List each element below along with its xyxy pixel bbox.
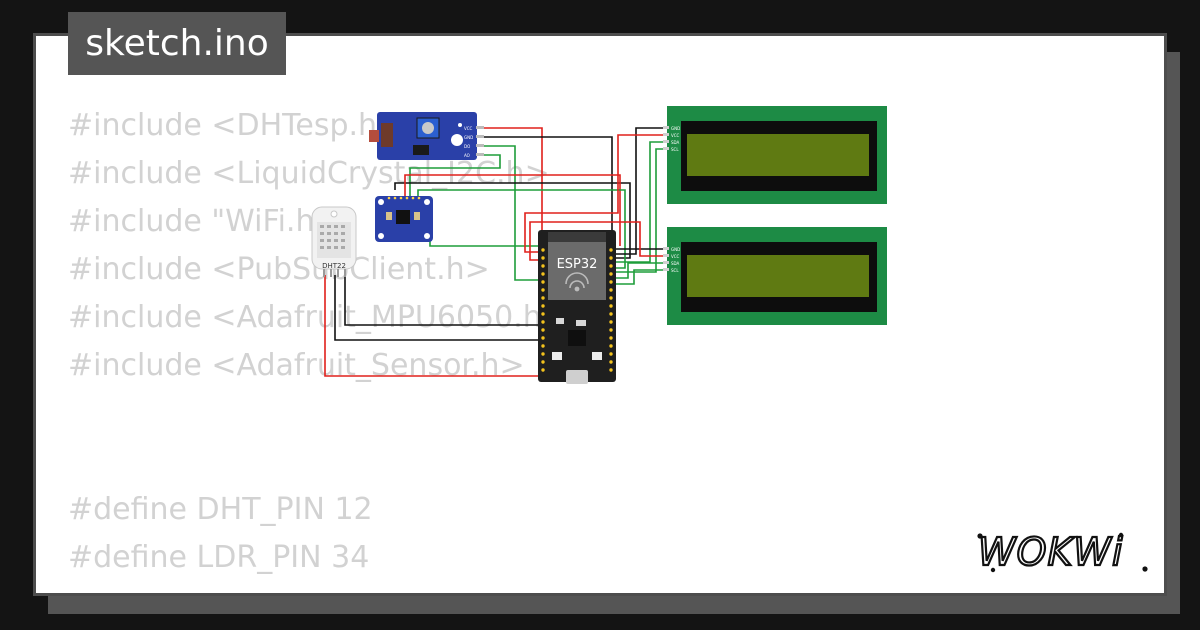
wire-red <box>404 174 621 246</box>
lcd-pin-label: VCC <box>671 133 680 138</box>
esp32-label: ESP32 <box>557 257 598 272</box>
lcd-display[interactable]: GND VCC SDA SCL <box>663 227 887 325</box>
wire-red <box>524 134 668 253</box>
wire-black <box>344 275 548 326</box>
code-line: #define DHT_PIN 12 <box>68 492 373 527</box>
wifi-icon <box>565 272 589 292</box>
mpu6050-module[interactable] <box>375 196 433 242</box>
lcd-pin-label: GND <box>671 247 680 252</box>
lcd-pin-label: GND <box>671 126 680 131</box>
wokwi-logo: WOKWi <box>977 529 1148 575</box>
wire-black <box>616 127 668 255</box>
lcd-pin-label: VCC <box>671 254 680 259</box>
wire-green <box>478 145 548 281</box>
wire-green <box>429 240 548 247</box>
lcd-pin-label: SCL <box>671 268 679 273</box>
lcd-pin-label: SDA <box>671 261 680 266</box>
wire-green <box>616 141 668 263</box>
ldr-pin-label: DO <box>464 144 470 149</box>
wire-green <box>417 189 626 269</box>
ldr-pin-label: VCC <box>464 126 473 131</box>
code-line: #define LDR_PIN 34 <box>68 540 370 575</box>
lcd-pin-label: SCL <box>671 147 679 152</box>
wokwi-logo-text: WOKWi <box>978 530 1124 574</box>
wire-green <box>409 154 501 198</box>
code-line: #include "WiFi.h" <box>68 204 329 239</box>
wire-black <box>334 275 548 341</box>
dht22-sensor[interactable]: DHT22 <box>311 206 357 277</box>
wire-green <box>616 148 668 273</box>
wires <box>324 127 668 377</box>
ldr-module[interactable]: VCC GND DO AO <box>369 112 484 160</box>
wire-green <box>616 269 668 285</box>
code-line: #include <LiquidCrystal_I2C.h> <box>68 156 550 191</box>
wire-red <box>324 275 548 377</box>
esp32-board[interactable]: ESP32 <box>538 230 616 384</box>
wire-red <box>529 221 668 261</box>
ldr-pin-label: GND <box>464 135 473 140</box>
file-tab[interactable]: sketch.ino <box>68 12 286 75</box>
code-listing: #include <DHTesp.h> #include <LiquidCrys… <box>68 102 567 582</box>
lcd-display[interactable]: GND VCC SDA SCL <box>663 106 887 204</box>
code-line: #include <Adafruit_MPU6050.h> <box>68 300 567 335</box>
code-line: #include <Adafruit_Sensor.h> <box>68 348 525 383</box>
code-line: #include <DHTesp.h> <box>68 108 403 143</box>
wire-green <box>616 262 668 279</box>
dht22-label: DHT22 <box>322 262 346 270</box>
ldr-pin-label: AO <box>464 153 470 158</box>
lcd-pin-label: SDA <box>671 140 680 145</box>
